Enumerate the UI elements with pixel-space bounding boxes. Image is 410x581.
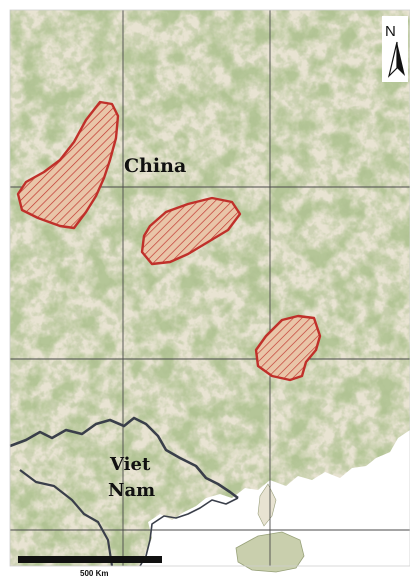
vietnam-west-border bbox=[19, 469, 114, 567]
country-label-china: China bbox=[124, 155, 186, 177]
study-area-3 bbox=[254, 314, 322, 382]
north-label: N bbox=[385, 23, 396, 40]
north-arrow-icon bbox=[397, 42, 405, 76]
peninsula bbox=[257, 483, 277, 527]
map-border bbox=[9, 9, 410, 567]
scale-bar-label: 500 Km bbox=[80, 569, 108, 578]
vietnam-coast bbox=[139, 497, 239, 567]
study-area-2 bbox=[140, 196, 242, 266]
scale-bar: 500 Km bbox=[18, 556, 162, 578]
country-label-nam: Nam bbox=[108, 480, 155, 501]
study-area-1 bbox=[16, 100, 120, 230]
north-arrow: N bbox=[382, 16, 408, 82]
country-label-viet: Viet bbox=[109, 454, 151, 475]
land-area bbox=[10, 10, 410, 566]
vietnam-border bbox=[9, 416, 239, 500]
